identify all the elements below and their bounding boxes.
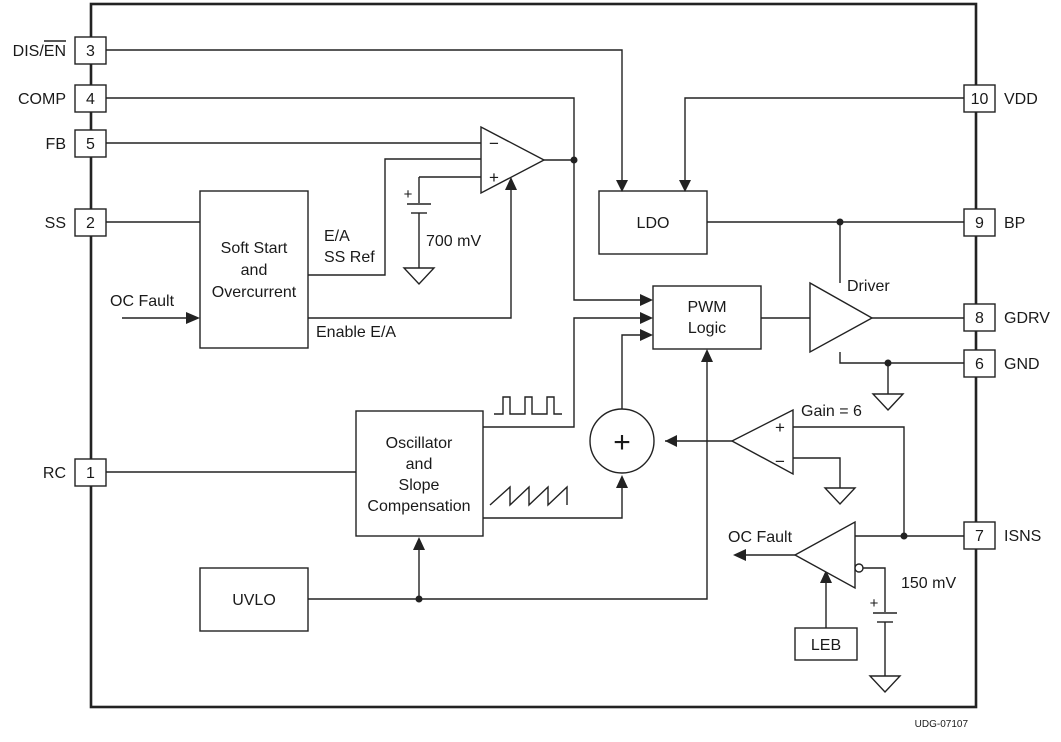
ref-700mv-label: 700 mV xyxy=(426,233,481,250)
ground-icon xyxy=(868,675,902,694)
error-amplifier: − + xyxy=(480,125,546,195)
ea-plus-sign: + xyxy=(489,168,499,187)
oc-comparator xyxy=(793,520,864,590)
ground-symbols xyxy=(402,267,905,694)
pin-bp-number: 9 xyxy=(975,215,984,232)
pin-ss-number: 2 xyxy=(86,215,95,232)
osc-line-2: and xyxy=(406,456,433,473)
pin-fb-number: 5 xyxy=(86,136,95,153)
pwm-line-2: Logic xyxy=(688,320,726,337)
summer-plus-sign: + xyxy=(613,426,631,459)
pin-vdd-label: VDD xyxy=(1004,91,1038,108)
driver-buffer xyxy=(809,281,874,354)
pin-bp-label: BP xyxy=(1004,215,1025,232)
sawtooth-waveform-icon xyxy=(489,485,568,507)
pin-ss[interactable]: 2 SS xyxy=(45,208,107,237)
ground-icon xyxy=(871,393,905,412)
pwm-line-1: PWM xyxy=(687,299,726,316)
pin-rc-label: RC xyxy=(43,465,66,482)
ldo-block: LDO xyxy=(598,190,708,255)
pin-gnd[interactable]: 6 GND xyxy=(963,349,1040,378)
pin-gnd-number: 6 xyxy=(975,356,984,373)
pin-dis-en[interactable]: 3 DIS/EN xyxy=(13,36,107,65)
pin-comp[interactable]: 4 COMP xyxy=(18,84,107,113)
gain-minus-sign: − xyxy=(775,452,785,471)
soft-start-block: Soft Start and Overcurrent xyxy=(199,190,309,349)
junctions xyxy=(415,156,908,603)
ea-ss-ref-line-2: SS Ref xyxy=(324,249,375,266)
soft-start-line-3: Overcurrent xyxy=(212,284,297,301)
osc-line-4: Compensation xyxy=(367,498,470,515)
pin-rc-number: 1 xyxy=(86,465,95,482)
oc-fault-input-label: OC Fault xyxy=(110,293,175,310)
pin-vdd-number: 10 xyxy=(971,91,989,108)
pulse-waveform-icon xyxy=(494,396,562,415)
ea-ss-ref-line-1: E/A xyxy=(324,228,350,245)
pin-bp[interactable]: 9 BP xyxy=(963,208,1025,237)
gain-amplifier: + − xyxy=(730,408,794,476)
pin-ss-label: SS xyxy=(45,215,66,232)
pin-gnd-label: GND xyxy=(1004,356,1040,373)
osc-line-1: Oscillator xyxy=(386,435,453,452)
arrowheads xyxy=(186,177,832,583)
pwm-logic-block: PWM Logic xyxy=(652,285,762,350)
ref-150mv-plus: + xyxy=(870,595,879,612)
ground-icon xyxy=(823,487,857,506)
uvlo-block: UVLO xyxy=(199,567,309,632)
gain-label: Gain = 6 xyxy=(801,403,862,420)
pin-fb[interactable]: 5 FB xyxy=(46,129,107,158)
leb-label: LEB xyxy=(811,637,841,654)
pin-dis-en-number: 3 xyxy=(86,43,95,60)
ground-icon xyxy=(402,267,436,286)
gain-plus-sign: + xyxy=(775,418,785,437)
leb-block: LEB xyxy=(794,627,858,661)
oc-fault-output-label: OC Fault xyxy=(728,529,793,546)
figure-id: UDG-07107 xyxy=(915,719,969,730)
ref-700mv-plus: + xyxy=(404,186,413,203)
pin-comp-number: 4 xyxy=(86,91,95,108)
uvlo-label: UVLO xyxy=(232,592,276,609)
pin-vdd[interactable]: 10 VDD xyxy=(963,84,1038,113)
pin-fb-label: FB xyxy=(46,136,66,153)
pin-gdrv-label: GDRV xyxy=(1004,310,1050,327)
pin-rc[interactable]: 1 RC xyxy=(43,458,107,487)
pin-comp-label: COMP xyxy=(18,91,66,108)
enable-ea-label: Enable E/A xyxy=(316,324,396,341)
wires xyxy=(106,49,964,676)
soft-start-line-1: Soft Start xyxy=(221,240,288,257)
soft-start-line-2: and xyxy=(241,262,268,279)
pin-gdrv-number: 8 xyxy=(975,310,984,327)
pin-isns[interactable]: 7 ISNS xyxy=(963,521,1041,550)
pin-isns-label: ISNS xyxy=(1004,528,1041,545)
pin-gdrv[interactable]: 8 GDRV xyxy=(963,303,1050,332)
ea-minus-sign: − xyxy=(489,134,499,153)
osc-line-3: Slope xyxy=(399,477,440,494)
ldo-label: LDO xyxy=(637,215,670,232)
pin-isns-number: 7 xyxy=(975,528,984,545)
ref-150mv-label: 150 mV xyxy=(901,575,956,592)
pin-dis-en-label: DIS/EN xyxy=(13,43,66,60)
oscillator-block: Oscillator and Slope Compensation xyxy=(355,410,484,537)
summing-junction: + xyxy=(589,408,655,474)
driver-label: Driver xyxy=(847,278,890,295)
